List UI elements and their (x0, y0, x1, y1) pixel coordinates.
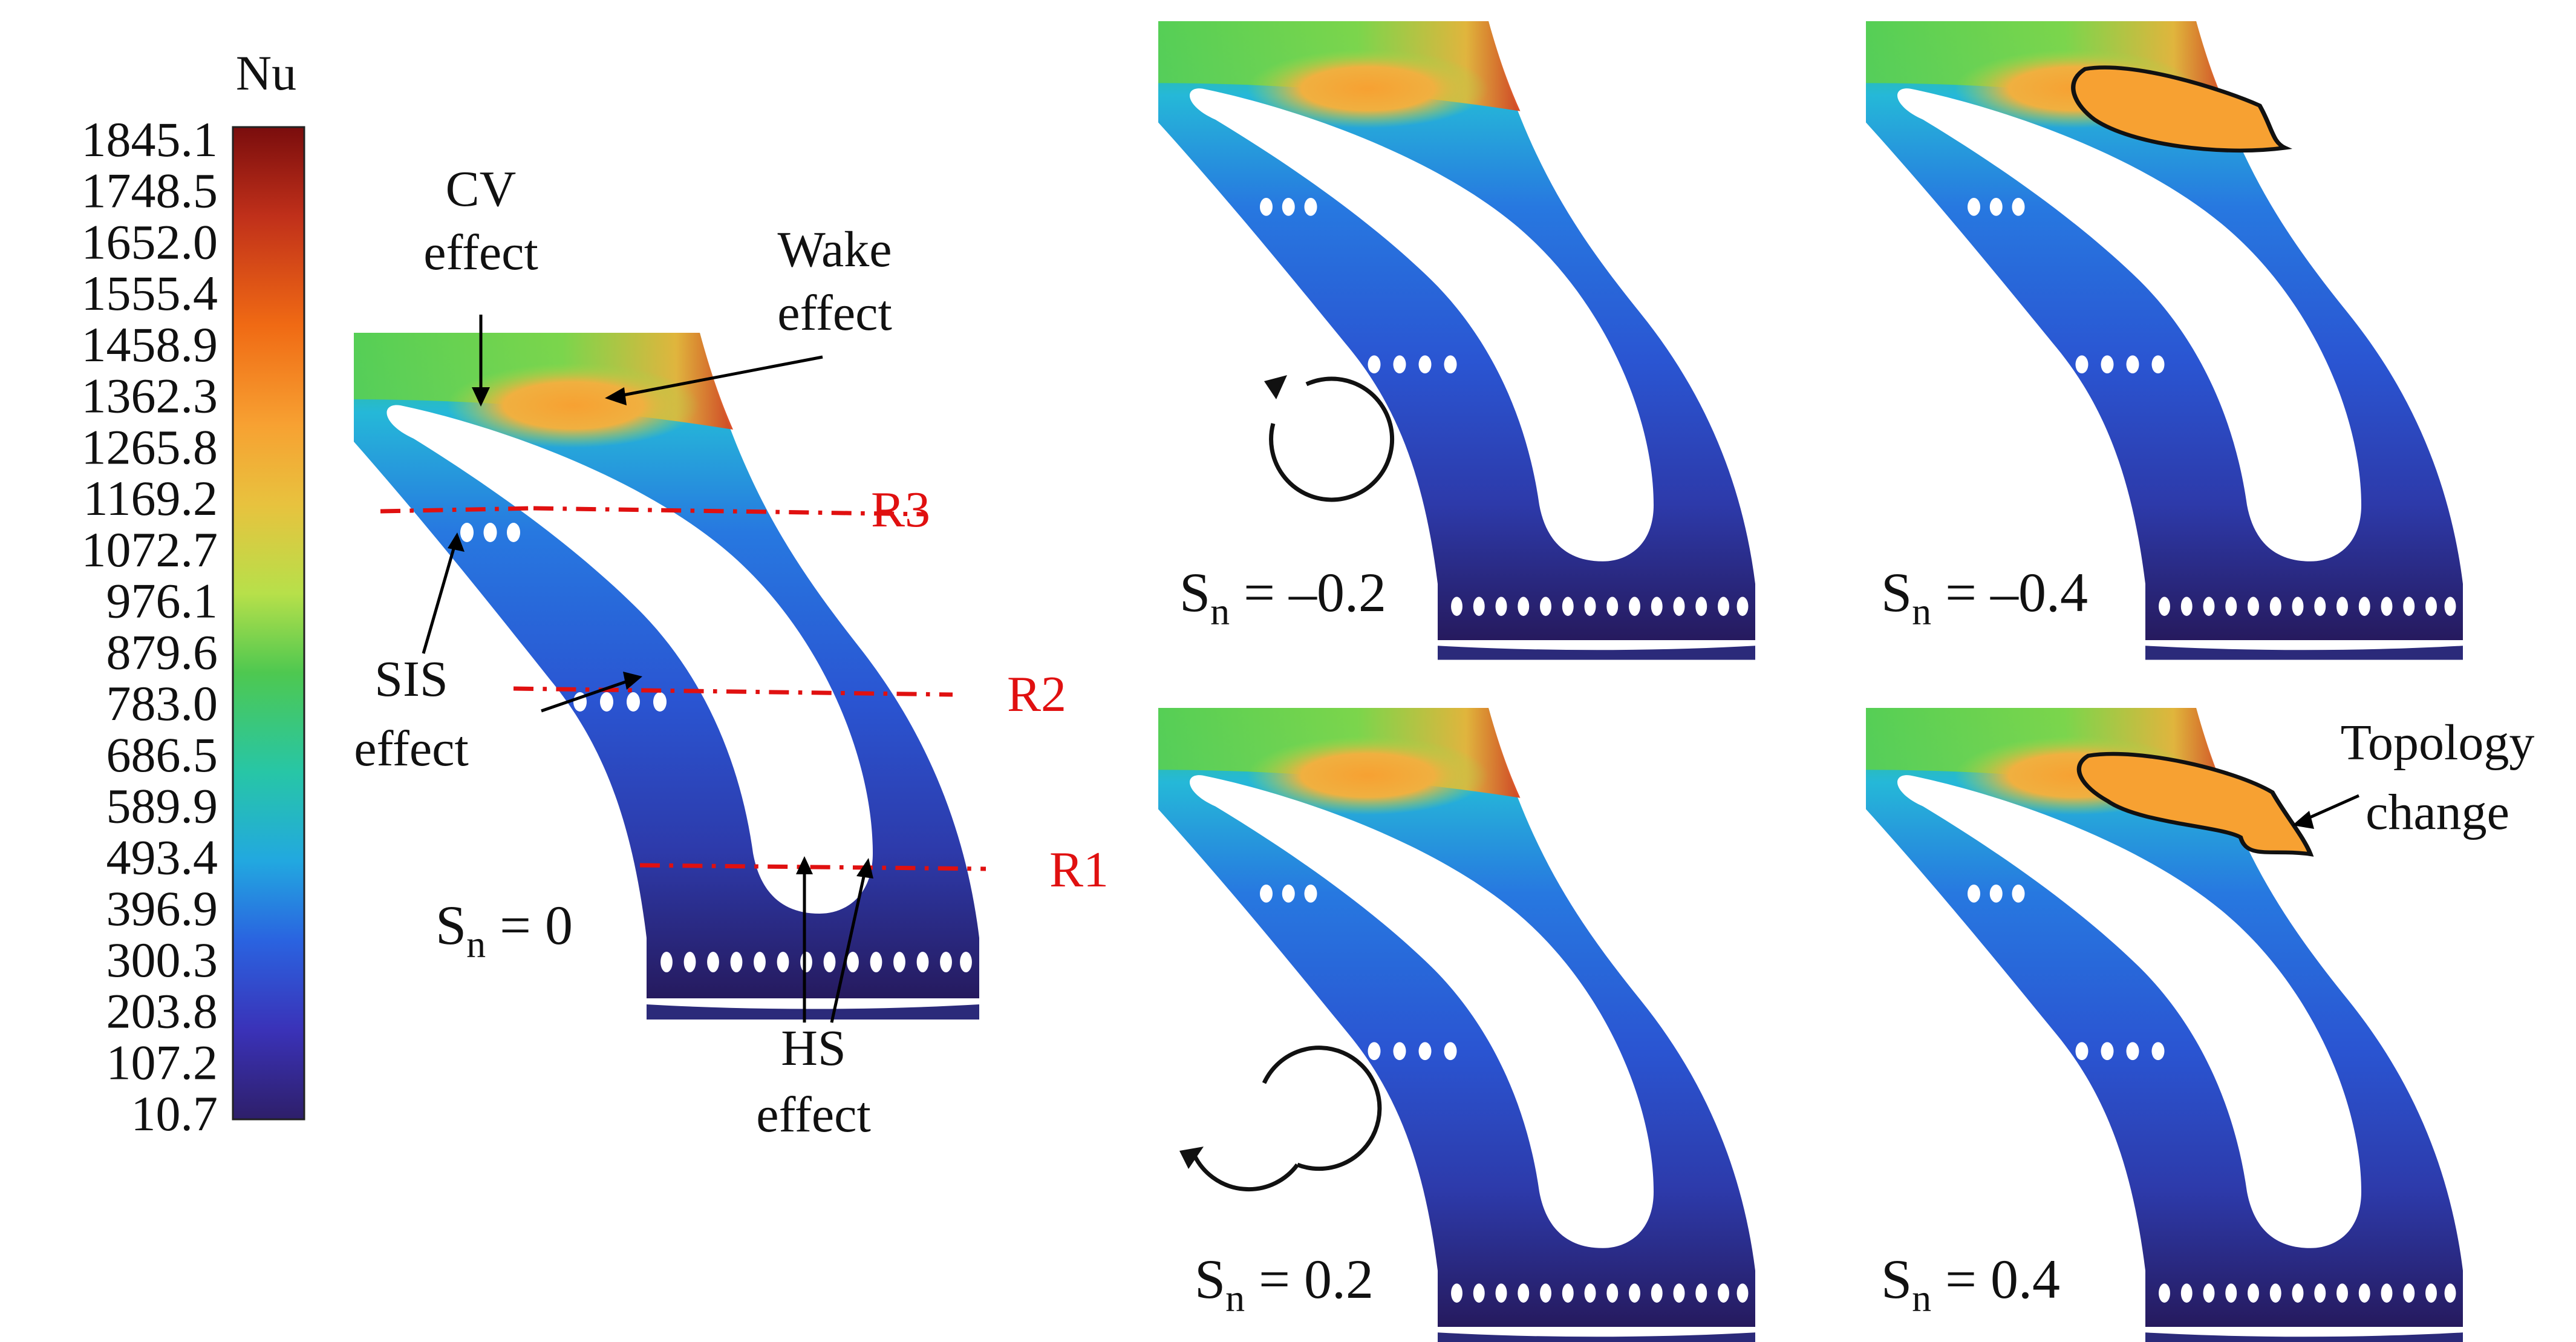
colorbar-tick-label: 1652.0 (82, 214, 218, 269)
label-sn-neg-0.4: Sn = –0.4 (1881, 561, 2088, 633)
colorbar-tick-label: 300.3 (106, 932, 218, 987)
colorbar-tick-label: 396.9 (106, 881, 218, 936)
colorbar-tick-label: 1458.9 (82, 317, 218, 372)
colorbar-tick-label: 1072.7 (82, 522, 218, 577)
panel-sn-0.4 (1866, 708, 2463, 1342)
colorbar-tick-label: 10.7 (131, 1086, 218, 1141)
colorbar-tick-label: 589.9 (106, 779, 218, 834)
svg-text:Sn = –0.4: Sn = –0.4 (1881, 561, 2088, 633)
r2-line (513, 686, 953, 697)
rotation-counterclockwise-icon (1179, 1046, 1382, 1192)
colorbar: Nu 1845.11748.51652.01555.41458.91362.31… (82, 45, 305, 1141)
annotation-topology: Topology change (2292, 715, 2534, 840)
colorbar-tick-label: 493.4 (106, 830, 218, 885)
sn-0.2-main: S (1195, 1248, 1225, 1310)
sn-0.4-sub: n (1912, 1277, 1931, 1320)
annotation-cv: CV effect (423, 161, 538, 407)
colorbar-ticks: 1845.11748.51652.01555.41458.91362.31265… (82, 112, 218, 1141)
annotation-r2: R2 (1007, 666, 1066, 722)
colorbar-tick-label: 686.5 (106, 727, 218, 782)
svg-text:Sn = 0.2: Sn = 0.2 (1195, 1248, 1374, 1320)
hs-line2: effect (756, 1087, 871, 1143)
label-sn-neg-0.2: Sn = –0.2 (1179, 561, 1386, 633)
topology-line1: Topology (2341, 715, 2535, 771)
panel-sn-0.2 (1158, 708, 1755, 1342)
colorbar-tick-label: 783.0 (106, 676, 218, 731)
cv-line2: effect (423, 224, 538, 281)
sn-neg-0.4-value: = –0.4 (1931, 561, 2088, 623)
colorbar-tick-label: 1169.2 (83, 471, 218, 526)
annotation-hs: HS effect (756, 856, 873, 1143)
cv-line1: CV (446, 161, 517, 217)
label-sn-0.4: Sn = 0.4 (1881, 1248, 2060, 1320)
annotation-r1: R1 (1049, 842, 1109, 898)
sn-0.4-main: S (1881, 1248, 1912, 1310)
sn-neg-0.2-main: S (1179, 561, 1210, 623)
hot-region-outline (2071, 65, 2293, 153)
colorbar-tick-label: 976.1 (106, 574, 218, 629)
wake-line1: Wake (777, 221, 892, 278)
sn-0-sub: n (466, 923, 486, 966)
hs-line1: HS (781, 1020, 846, 1076)
colorbar-tick-label: 203.8 (106, 984, 218, 1039)
topology-line2: change (2366, 784, 2509, 840)
r3-label: R3 (871, 482, 930, 538)
sn-neg-0.2-sub: n (1210, 590, 1230, 633)
wake-line2: effect (777, 285, 892, 341)
annotation-r3: R3 (871, 482, 930, 538)
sn-0.2-sub: n (1225, 1277, 1245, 1320)
r2-label: R2 (1007, 666, 1066, 722)
colorbar-tick-label: 1265.8 (82, 419, 218, 474)
r1-line (639, 863, 986, 871)
rotation-clockwise-icon (1264, 375, 1395, 502)
sn-0-value: = 0 (486, 894, 573, 956)
r1-label: R1 (1049, 842, 1109, 898)
panel-sn-0 (354, 333, 986, 1020)
colorbar-tick-label: 1748.5 (82, 163, 218, 218)
colorbar-tick-label: 1555.4 (82, 266, 218, 321)
sn-neg-0.4-main: S (1881, 561, 1912, 623)
label-sn-0.2: Sn = 0.2 (1195, 1248, 1374, 1320)
hot-region-outline (2076, 751, 2314, 857)
annotation-sis: SIS effect (354, 532, 642, 777)
svg-text:Sn = –0.2: Sn = –0.2 (1179, 561, 1386, 633)
svg-text:Sn = 0: Sn = 0 (435, 894, 573, 966)
colorbar-tick-label: 107.2 (106, 1035, 218, 1090)
colorbar-title: Nu (236, 45, 296, 100)
sn-neg-0.4-sub: n (1912, 590, 1931, 633)
panel-sn-neg-0.4 (1866, 21, 2463, 660)
colorbar-gradient (232, 126, 305, 1121)
sis-line2: effect (354, 721, 469, 777)
sn-0.4-value: = 0.4 (1931, 1248, 2060, 1310)
sn-0-main: S (435, 894, 466, 956)
sis-line1: SIS (374, 651, 448, 707)
sn-neg-0.2-value: = –0.2 (1230, 561, 1386, 623)
sn-0.2-value: = 0.2 (1245, 1248, 1374, 1310)
colorbar-tick-label: 1362.3 (82, 368, 218, 424)
svg-text:Sn = 0.4: Sn = 0.4 (1881, 1248, 2060, 1320)
colorbar-tick-label: 879.6 (106, 624, 218, 679)
annotation-wake: Wake effect (605, 221, 892, 405)
label-sn-0: Sn = 0 (435, 894, 573, 966)
colorbar-tick-label: 1845.1 (82, 112, 218, 167)
